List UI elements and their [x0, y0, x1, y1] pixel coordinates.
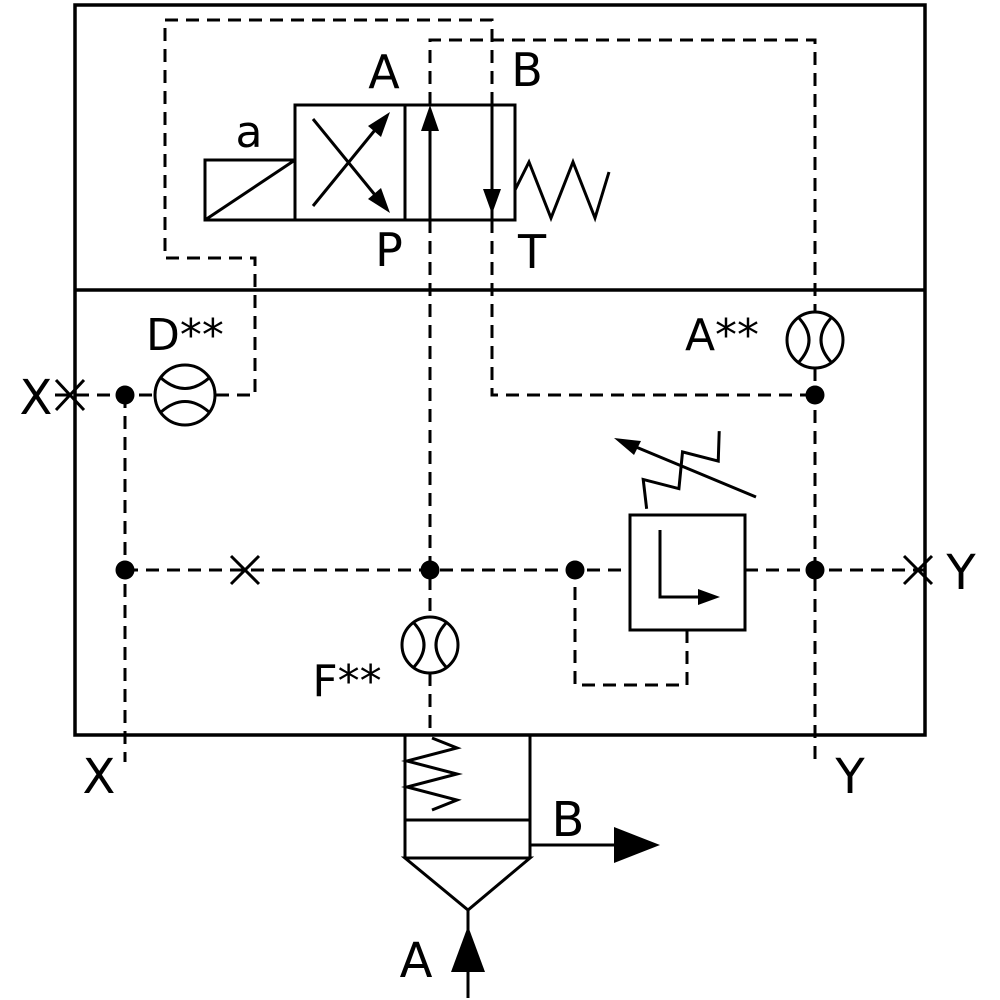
port-y-bottom-label: Y [834, 749, 865, 805]
pilot-port-p-label: P [375, 223, 403, 277]
junction-dot [420, 560, 440, 580]
orifice-a [785, 310, 845, 370]
crossed-flow-arrowhead-1 [368, 112, 390, 137]
relief-valve-box [628, 513, 747, 632]
orifice-d-circle [153, 363, 217, 427]
crossed-flow-arrowhead-2 [368, 188, 390, 213]
plug-mark-x-side [54, 378, 86, 412]
port-x-bottom-label: X [83, 749, 116, 805]
orifice-a-arc-left [796, 315, 811, 365]
arrowhead-down-b-to-t [483, 189, 501, 214]
manifold-block [73, 3, 927, 737]
solenoid-label: a [236, 107, 263, 158]
orifice-d-arc-bottom [160, 400, 210, 414]
crossed-flow-line-1 [311, 129, 377, 207]
relief-valve-spring-zigzag [641, 431, 721, 509]
junction-dot [115, 560, 135, 580]
orifice-d [153, 363, 217, 427]
relief-valve-pilot-sense-line [573, 570, 689, 687]
orifice-d-arc-top [160, 376, 210, 390]
port-x-side-label: X [20, 370, 53, 426]
junction-dot [805, 560, 825, 580]
port-y-side-label: Y [945, 545, 976, 601]
solenoid-diagonal [204, 158, 296, 222]
plug-marks [54, 378, 934, 586]
pilot-relief-valve [614, 431, 757, 632]
pilot-directional-valve [203, 103, 611, 223]
orifice-f [400, 615, 460, 675]
pilot-port-a-label: A [368, 45, 400, 99]
pilot-line-a-to-orifice-a [428, 38, 817, 312]
junction-dot [115, 385, 135, 405]
pilot-line-b-to-orifice-d [163, 18, 494, 397]
plug-mark-y-side [902, 554, 934, 586]
main-port-a-label: A [400, 933, 433, 989]
relief-valve-flow-arrowhead [698, 589, 720, 605]
orifice-a-circle [785, 310, 845, 370]
orifice-f-arc-left [411, 620, 426, 670]
orifice-f-arc-right [434, 620, 449, 670]
main-cartridge-valve [400, 735, 660, 998]
orifice-a-label: A** [685, 310, 759, 361]
pilot-line-t-drain [490, 220, 815, 397]
pilot-port-b-label: B [511, 43, 543, 97]
main-port-b-label: B [552, 792, 585, 848]
main-port-a-arrowhead [451, 926, 485, 972]
valve-return-spring [513, 157, 611, 223]
arrowhead-up-p-to-a [421, 105, 439, 131]
junction-dots [115, 385, 825, 580]
junction-dot [805, 385, 825, 405]
manifold-block-outline [73, 3, 927, 737]
solenoid-box [203, 158, 297, 222]
pilot-port-t-label: T [517, 225, 547, 279]
relief-valve-flow-path [658, 530, 706, 599]
plug-mark-center [229, 554, 261, 586]
orifice-a-arc-right [819, 315, 834, 365]
relief-valve-adjust-arrow-line [635, 445, 757, 499]
junction-dot [565, 560, 585, 580]
crossed-flow-line-2 [311, 118, 377, 196]
relief-valve-adjust-arrowhead [614, 438, 641, 455]
main-port-b-arrowhead [614, 827, 660, 863]
valve-position-parallel-box [403, 103, 517, 222]
cartridge-poppet-seat [400, 856, 535, 912]
relief-valve-spring [641, 431, 721, 509]
cartridge-spring [401, 736, 463, 812]
orifice-d-label: D** [146, 310, 224, 361]
orifice-f-label: F** [312, 656, 381, 707]
labels: a A B P T D** A** F** X X Y Y B A [20, 43, 977, 989]
orifice-f-circle [400, 615, 460, 675]
